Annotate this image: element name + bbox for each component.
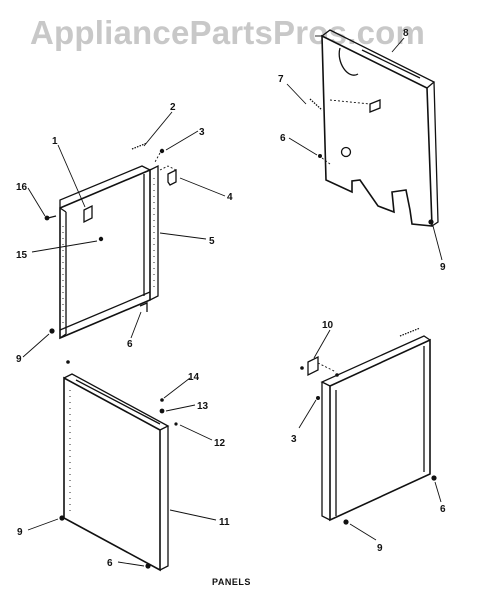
callout-6: 6 — [440, 504, 446, 515]
callout-14: 14 — [188, 372, 200, 383]
washer-part — [159, 408, 165, 414]
callout-9: 9 — [16, 354, 22, 365]
spring-part — [131, 142, 148, 150]
callout-12: 12 — [214, 438, 226, 449]
screw-part — [428, 219, 434, 225]
callout-5: 5 — [209, 236, 215, 247]
callout-9: 9 — [377, 543, 383, 554]
callout-3: 3 — [291, 434, 297, 445]
callout-6: 6 — [127, 339, 133, 350]
back-panel — [286, 29, 443, 261]
callout-9: 9 — [440, 262, 446, 273]
screw-part — [159, 148, 165, 154]
screw-part — [59, 515, 65, 521]
callout-8: 8 — [403, 28, 409, 39]
bracket-part — [307, 355, 319, 377]
screw-part — [49, 328, 55, 334]
side-panel-right — [298, 327, 442, 541]
callout-labels: 1 2 3 4 5 6 9 15 16 7 8 6 9 14 13 12 11 … — [16, 28, 446, 569]
screw-part — [160, 398, 164, 402]
screw-part — [431, 475, 437, 481]
screw-part — [343, 519, 349, 525]
screw-part — [316, 396, 320, 400]
callout-6: 6 — [280, 133, 286, 144]
bracket-part — [139, 302, 148, 312]
diagram-caption: PANELS — [212, 577, 251, 587]
callout-3: 3 — [199, 127, 205, 138]
callout-4: 4 — [227, 192, 233, 203]
front-panel-frame — [22, 111, 226, 358]
callout-6: 6 — [107, 558, 113, 569]
side-panel-left — [27, 360, 217, 572]
callout-2: 2 — [170, 102, 176, 113]
callout-1: 1 — [52, 136, 58, 147]
bracket-part — [167, 168, 177, 186]
screw-part — [98, 236, 104, 242]
callout-10: 10 — [322, 320, 334, 331]
spring-part — [399, 327, 421, 337]
clip-part — [83, 204, 93, 224]
screw-part — [145, 563, 151, 569]
callout-11: 11 — [219, 517, 230, 528]
callout-7: 7 — [278, 74, 284, 85]
callout-16: 16 — [16, 182, 28, 193]
spring-part — [309, 98, 323, 111]
callout-15: 15 — [16, 250, 28, 261]
screw-part — [318, 154, 322, 158]
callout-13: 13 — [197, 401, 209, 412]
callout-9: 9 — [17, 527, 23, 538]
